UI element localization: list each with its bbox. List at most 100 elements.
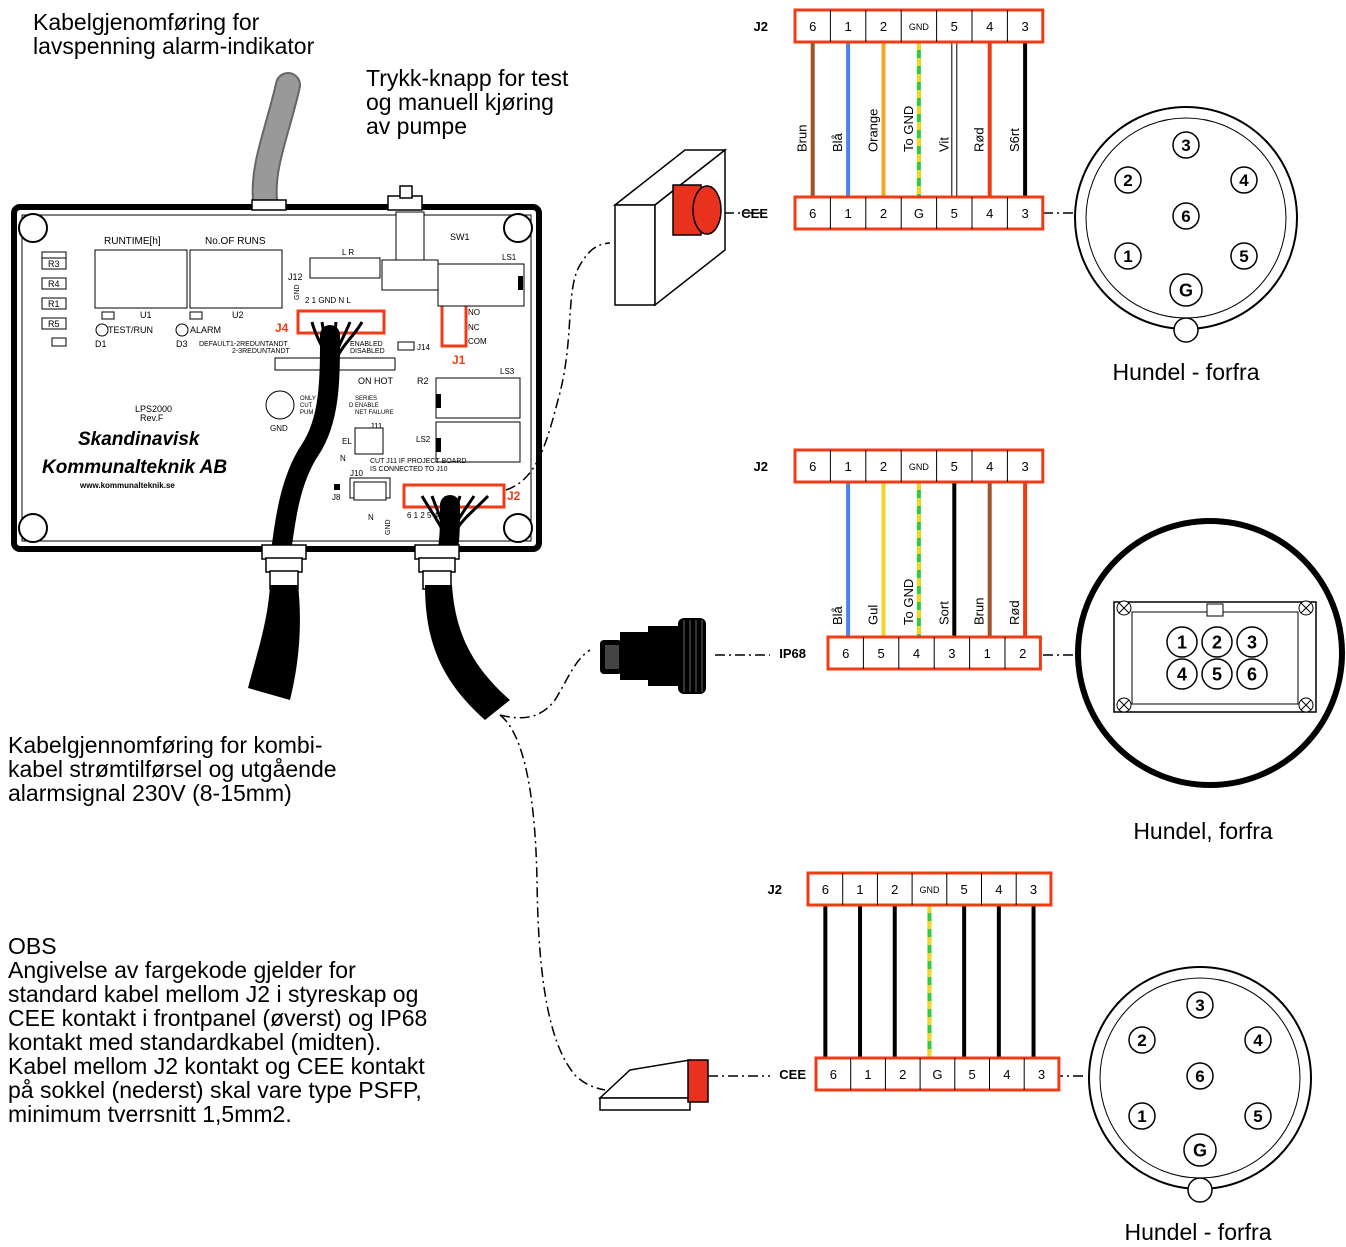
j1-label: J1 <box>452 353 466 367</box>
plug-pin: 6 <box>1172 202 1200 230</box>
plug-caption-middle: Hundel, forfra <box>1133 818 1273 844</box>
svg-text:2: 2 <box>1123 171 1132 190</box>
r3-label: R3 <box>48 259 60 269</box>
wire: Blå <box>830 482 851 637</box>
svg-text:4: 4 <box>1239 171 1249 190</box>
plug-pin: 1 <box>1128 1102 1156 1130</box>
plug-caption-bottom: Hundel - forfra <box>1124 1219 1271 1245</box>
d1-label: D1 <box>95 339 107 349</box>
plug-pin: G <box>1169 273 1203 307</box>
sw1-label: SW1 <box>450 232 470 242</box>
pin-label: 2 <box>880 19 887 34</box>
mounting-hole <box>503 513 533 543</box>
plug-pin: 3 <box>1172 131 1200 159</box>
pin-label: 4 <box>1003 1067 1010 1082</box>
wire: To GND <box>901 42 921 197</box>
pin-label: 1 <box>864 1067 871 1082</box>
wire-label: Blå <box>830 132 845 152</box>
alarm-label: ALARM <box>190 325 221 335</box>
connector-bottom-label: CEE <box>741 206 768 221</box>
svg-text:4: 4 <box>1177 664 1187 684</box>
wire-label: To GND <box>901 579 916 625</box>
svg-text:6: 6 <box>1247 664 1257 684</box>
r5-label: R5 <box>48 319 60 329</box>
pin-label: 2 <box>880 459 887 474</box>
j12-pins-label: 2 1 GND N L <box>305 296 351 305</box>
svg-text:5: 5 <box>1253 1107 1262 1126</box>
plug-pin: G <box>1183 1133 1217 1167</box>
pin-label: 5 <box>961 882 968 897</box>
ip68-plug <box>600 618 706 694</box>
wire: Brun <box>795 42 815 197</box>
wire-label: S6rt <box>1007 128 1022 152</box>
connector-bottom-label: IP68 <box>779 646 806 661</box>
j14-label: J14 <box>417 343 430 352</box>
wire: Blå <box>830 42 851 197</box>
cable-gland-left <box>248 544 307 700</box>
default-label: DEFAULT1-2REDUNTANDT <box>199 341 289 348</box>
pin-label: 1 <box>844 19 851 34</box>
plug-pin: 5 <box>1244 1102 1272 1130</box>
wire-label: To GND <box>901 106 916 152</box>
j4-label: J4 <box>275 321 289 335</box>
pin-label: 4 <box>986 19 993 34</box>
pin-label: 4 <box>986 206 993 221</box>
plug-pin: 6 <box>1186 1062 1214 1090</box>
plug-pin: 4 <box>1166 658 1198 690</box>
pin-label: 6 <box>822 882 829 897</box>
runs-label: No.OF RUNS <box>205 236 266 247</box>
pin-label: 4 <box>986 459 993 474</box>
cable-gland-right <box>414 544 510 720</box>
wire-label: Sort <box>936 601 951 625</box>
n-label: N <box>340 454 346 463</box>
pin-label: 5 <box>951 19 958 34</box>
plug-caption-top: Hundel - forfra <box>1112 359 1259 385</box>
test-run-label: TEST/RUN <box>108 325 153 335</box>
plug-pin: 4 <box>1230 166 1258 194</box>
ls1-label: LS1 <box>502 253 517 262</box>
svg-text:4: 4 <box>1253 1031 1263 1050</box>
pin-label: GND <box>919 885 940 895</box>
pum-label: PUM <box>300 410 313 416</box>
note-obs: OBS Angivelse av fargekode gjelder for s… <box>8 933 428 1127</box>
pin-label: 3 <box>1038 1067 1045 1082</box>
svg-text:1: 1 <box>1137 1107 1146 1126</box>
j2-pin-strip <box>793 448 1045 484</box>
pin-label: 6 <box>830 1067 837 1082</box>
runtime-label: RUNTIME[h] <box>104 236 161 247</box>
svg-text:G: G <box>1179 280 1193 300</box>
pin-label: 2 <box>880 206 887 221</box>
control-box: SW1 RUNTIME[h] No.OF RUNS U1 U2 R3 R4 R1… <box>11 185 542 552</box>
el-label: EL <box>342 437 352 446</box>
mounting-hole <box>18 213 48 243</box>
svg-text:3: 3 <box>1247 632 1257 652</box>
ls2-label: LS2 <box>416 435 431 444</box>
model-label: LPS2000 <box>135 404 172 414</box>
svg-text:5: 5 <box>1212 664 1222 684</box>
on-hot-label: ON HOT <box>358 376 394 386</box>
r2-label: R2 <box>417 376 429 386</box>
pin-label: 3 <box>948 646 955 661</box>
wire-label: Brun <box>972 598 987 625</box>
svg-text:1: 1 <box>1177 632 1187 652</box>
j10-label: J10 <box>350 469 363 478</box>
pin-label: 1 <box>844 459 851 474</box>
plug-pin: 5 <box>1201 658 1233 690</box>
svg-text:5: 5 <box>1239 247 1248 266</box>
j12-label: J12 <box>288 272 303 282</box>
plug-pin: 4 <box>1244 1026 1272 1054</box>
pin-label: 2 <box>1019 646 1026 661</box>
wire-label: Orange <box>866 109 881 152</box>
pin-label: G <box>914 206 924 221</box>
pin-label: G <box>932 1067 942 1082</box>
connector-top-label: J2 <box>754 459 768 474</box>
j12-lr-label: L R <box>342 248 354 257</box>
r4-label: R4 <box>48 279 60 289</box>
svg-text:6: 6 <box>1195 1067 1204 1086</box>
website-label: www.kommunalteknik.se <box>79 481 175 490</box>
pin-label: 1 <box>844 206 851 221</box>
wire-label: Blå <box>830 605 845 625</box>
